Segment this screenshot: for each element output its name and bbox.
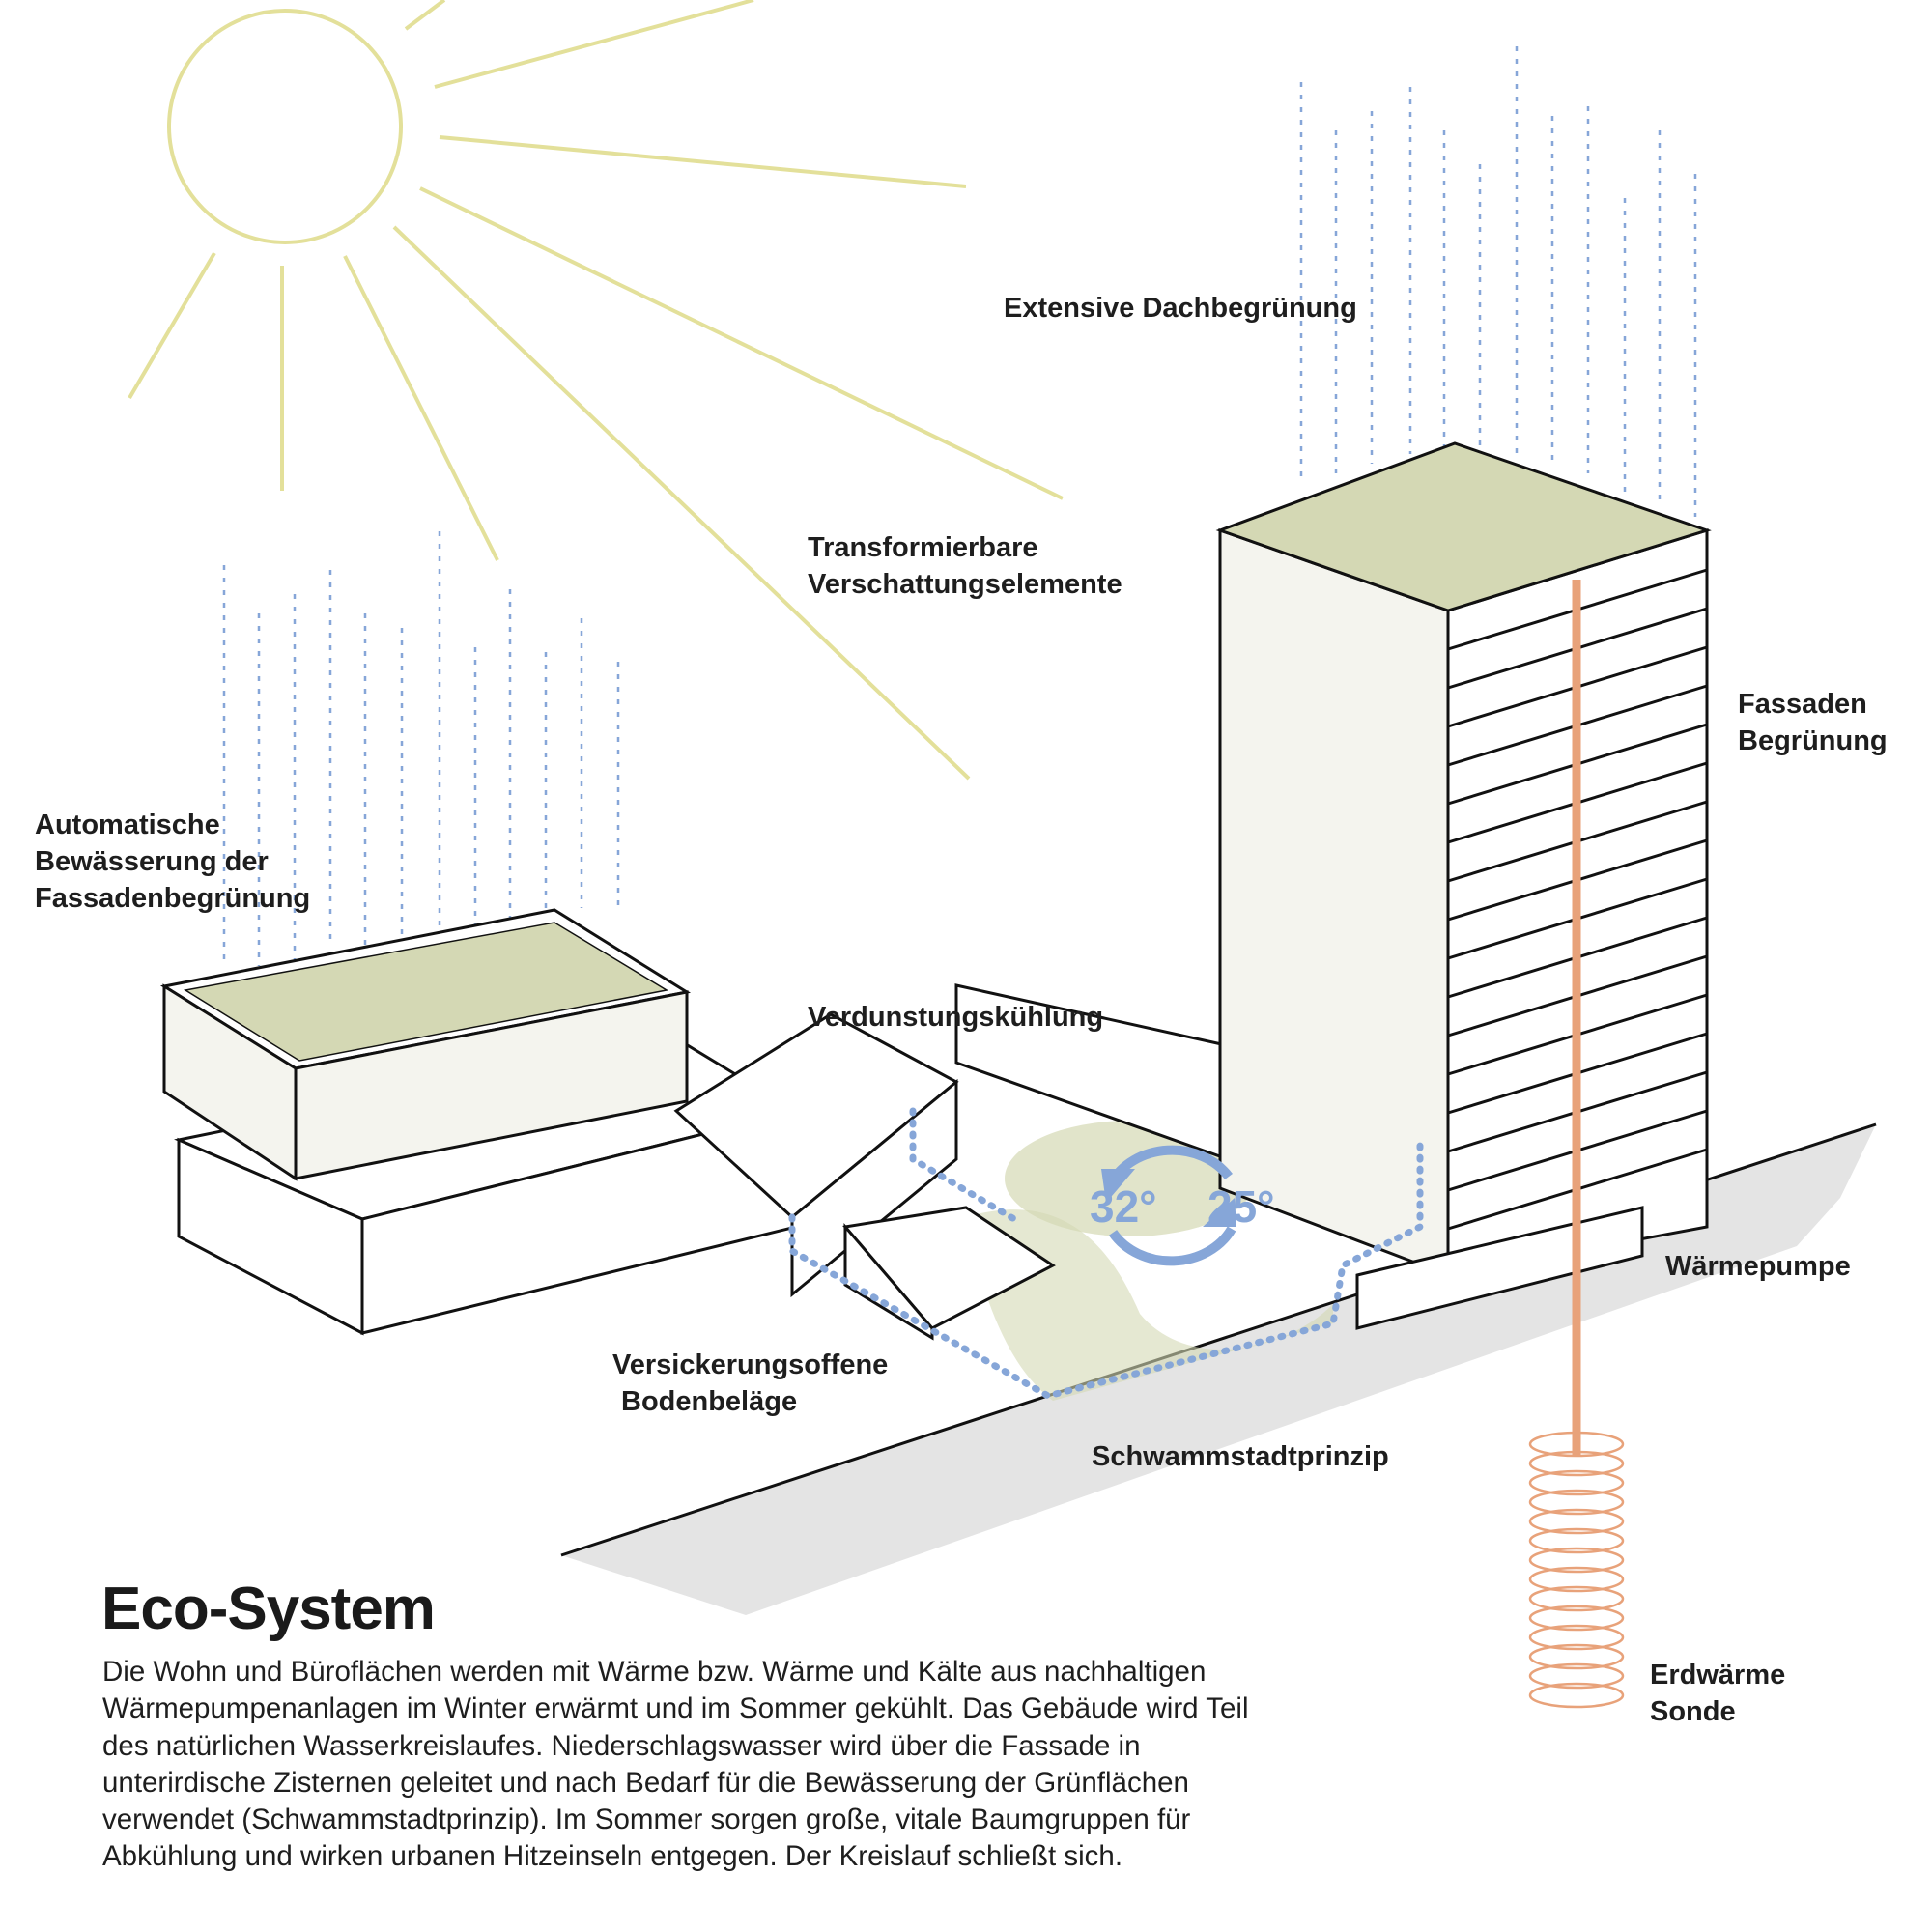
- tower-building: [1215, 441, 1712, 1330]
- label-shading-line2: Verschattungselemente: [808, 569, 1122, 600]
- label-irrigation-line3: Fassadenbegrünung: [35, 883, 311, 914]
- label-permeable-line2: Bodenbeläge: [621, 1386, 798, 1417]
- temperature-cool: 25°: [1208, 1181, 1275, 1232]
- geothermal-probe-icon: [1528, 580, 1625, 1709]
- label-heat-pump: Wärmepumpe: [1665, 1251, 1851, 1282]
- label-permeable-line1: Versickerungsoffene: [612, 1350, 889, 1380]
- description-text: Die Wohn und Büroflächen werden mit Wärm…: [102, 1656, 1249, 1873]
- temperature-hot: 32°: [1090, 1181, 1157, 1232]
- label-shading-line1: Transformierbare: [808, 532, 1038, 563]
- label-facade-green-line2: Begrünung: [1738, 725, 1888, 756]
- sun-icon: [128, 0, 1064, 781]
- label-facade-green-line1: Fassaden: [1738, 689, 1867, 720]
- label-evaporative-cooling: Verdunstungskühlung: [808, 1002, 1104, 1033]
- rain-lines: [222, 46, 1697, 966]
- label-geothermal-line1: Erdwärme: [1650, 1660, 1786, 1690]
- label-roof-greening: Extensive Dachbegrünung: [1004, 293, 1357, 324]
- label-irrigation-line2: Bewässerung der: [35, 846, 269, 877]
- left-building: [159, 908, 959, 1336]
- water-flow-path: [788, 1107, 1424, 1400]
- page-title: Eco-System: [101, 1576, 436, 1642]
- label-sponge-city: Schwammstadtprinzip: [1092, 1441, 1389, 1472]
- label-irrigation-line1: Automatische: [35, 810, 220, 840]
- label-geothermal-line2: Sonde: [1650, 1696, 1736, 1727]
